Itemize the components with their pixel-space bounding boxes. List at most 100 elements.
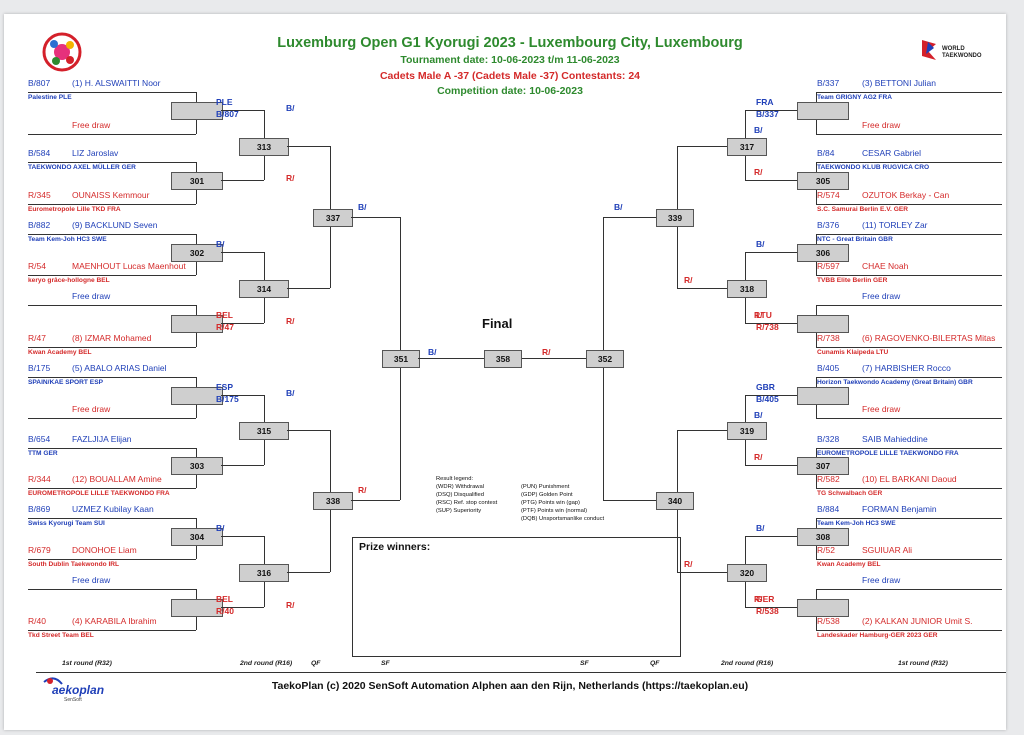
entry-club: Kwan Academy BEL [28,349,92,356]
slot-label: R/ [286,600,295,610]
entry-name: (12) BOUALLAM Amine [72,474,162,484]
bracket-line [745,110,797,111]
bracket-line [677,430,727,431]
entry-code: R/582 [817,474,840,484]
entry-club: TTM GER [28,450,58,457]
entry-underline [816,488,1002,489]
round-label: 2nd round (R16) [240,660,293,667]
match-box[interactable]: 320 [727,564,767,582]
match-box[interactable]: 337 [313,209,353,227]
bye-box[interactable] [171,102,223,120]
match-box[interactable]: 339 [656,209,694,227]
slot-label: PLE [216,97,233,107]
entry-underline [28,377,196,378]
bracket-line [745,465,797,466]
entry-code: B/337 [817,78,840,88]
slot-label: ESP [216,382,234,392]
match-box[interactable]: 304 [171,528,223,546]
bye-box[interactable] [797,102,849,120]
match-box[interactable]: 352 [586,350,624,368]
sensoft-logo-text: SenSoft [64,697,82,703]
bracket-line [221,395,264,396]
entry-code: B/882 [28,220,51,230]
world-taekwondo-logo-icon [922,40,936,60]
entry-underline [28,162,196,163]
match-box[interactable]: 351 [382,350,420,368]
match-box[interactable]: 314 [239,280,289,298]
free-draw-label: Free draw [72,575,111,585]
entry-name: SAIB Mahieddine [862,434,928,444]
legend-item: (GDP) Golden Point [521,492,573,498]
entry-underline [28,418,196,419]
bracket-line [287,430,330,431]
match-box[interactable]: 307 [797,457,849,475]
slot-label: B/405 [756,394,779,404]
bye-box[interactable] [171,315,223,333]
entry-underline [28,347,196,348]
match-box[interactable]: 338 [313,492,353,510]
legend-item: (PUN) Punishment [521,484,570,490]
slot-label: R/ [358,485,367,495]
match-box[interactable]: 340 [656,492,694,510]
entry-club: TG Schwalbach GER [817,490,883,497]
slot-label: R/538 [756,606,779,616]
free-draw-label: Free draw [72,291,111,301]
entry-code: R/344 [28,474,51,484]
entry-club: Landeskader Hamburg-GER 2023 GER [817,632,938,639]
entry-code: R/597 [817,261,840,271]
bye-box[interactable] [171,599,223,617]
round-label: 1st round (R32) [898,660,948,667]
match-box[interactable]: 358 [484,350,522,368]
bye-box[interactable] [797,315,849,333]
entry-club: Team GRIGNY AG2 FRA [817,94,892,101]
entry-name: (9) BACKLUND Seven [72,220,158,230]
match-box[interactable]: 306 [797,244,849,262]
tournament-title: Luxemburg Open G1 Kyorugi 2023 - Luxembo… [277,35,743,51]
bye-box[interactable] [797,387,849,405]
entry-code: R/40 [28,616,46,626]
match-box[interactable]: 318 [727,280,767,298]
slot-label: LTU [756,310,772,320]
slot-label: B/ [216,523,225,533]
entry-code: R/52 [817,545,835,555]
match-box[interactable]: 301 [171,172,223,190]
bracket-line [745,180,797,181]
world-taekwondo-logo-text: WORLD TAEKWONDO [942,46,982,59]
entry-name: MAENHOUT Lucas Maenhout [72,261,186,271]
entry-name: (8) IZMAR Mohamed [72,333,152,343]
bracket-line [603,500,656,501]
slot-label: R/ [286,316,295,326]
entry-club: TAEKWONDO KLUB RUGVICA CRO [817,164,930,171]
slot-label: R/40 [216,606,234,616]
round-label: SF [580,660,589,667]
match-box[interactable]: 316 [239,564,289,582]
bracket-line [677,572,727,573]
match-box[interactable]: 315 [239,422,289,440]
match-box[interactable]: 308 [797,528,849,546]
match-box[interactable]: 302 [171,244,223,262]
entry-code: R/538 [817,616,840,626]
federation-logo-icon [42,32,82,72]
entry-underline [816,559,1002,560]
match-box[interactable]: 319 [727,422,767,440]
slot-label: B/ [756,523,765,533]
match-box[interactable]: 303 [171,457,223,475]
footer-credit: TaekoPlan (c) 2020 SenSoft Automation Al… [271,680,749,692]
slot-label: R/738 [756,322,779,332]
entry-code: R/679 [28,545,51,555]
entry-name: (4) KARABILA Ibrahim [72,616,157,626]
entry-code: B/884 [817,504,840,514]
bracket-line [520,358,586,359]
entry-club: S.C. Samurai Berlin E.V. GER [817,206,909,213]
match-box[interactable]: 317 [727,138,767,156]
slot-label: R/ [286,173,295,183]
bye-box[interactable] [797,599,849,617]
free-draw-label: Free draw [72,404,111,414]
entry-code: R/54 [28,261,46,271]
match-box[interactable]: 305 [797,172,849,190]
match-box[interactable]: 313 [239,138,289,156]
bye-box[interactable] [171,387,223,405]
entry-code: B/654 [28,434,51,444]
bracket-line [745,252,797,253]
entry-code: B/405 [817,363,840,373]
